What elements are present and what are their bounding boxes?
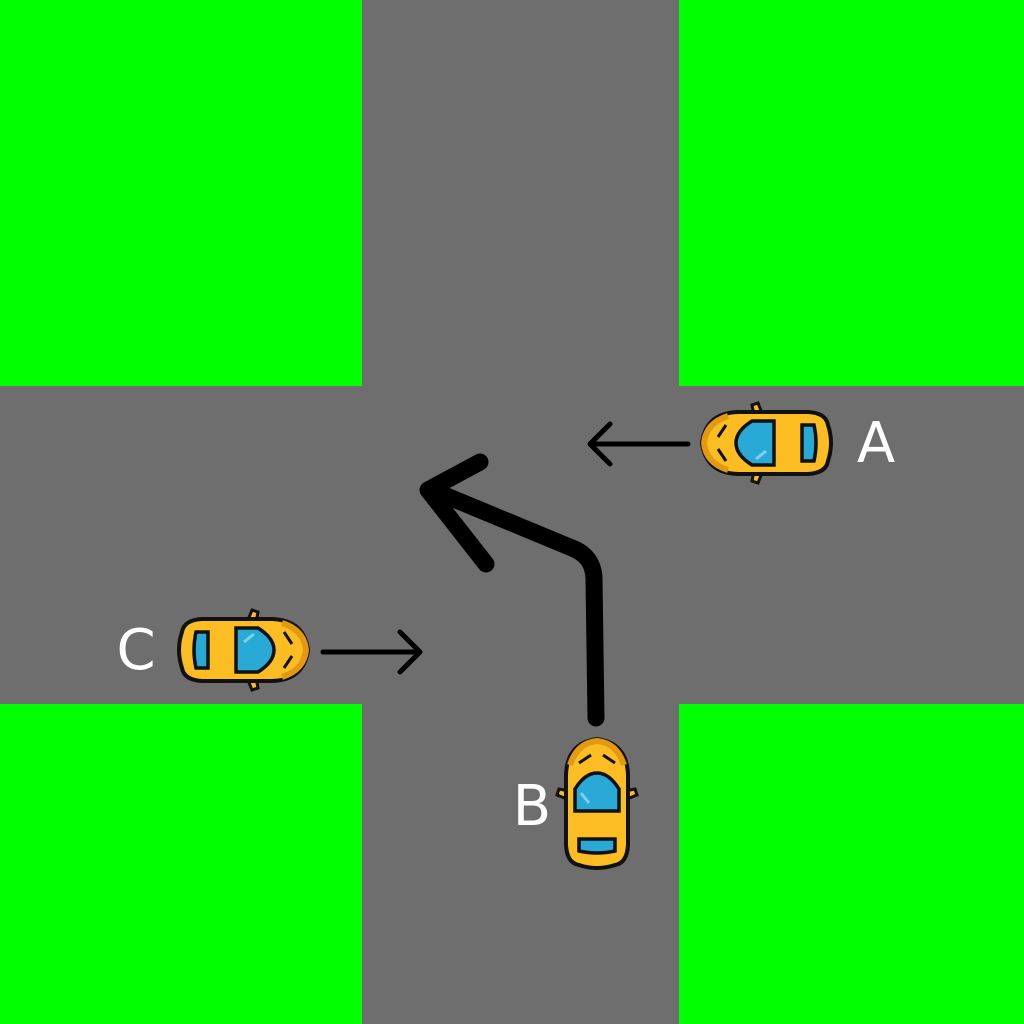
car-a-label: A bbox=[857, 411, 895, 476]
grass-top-right bbox=[679, 0, 1024, 386]
car-a bbox=[702, 403, 831, 483]
arrow-a-straight-west bbox=[587, 421, 691, 467]
grass-bottom-left bbox=[0, 704, 362, 1024]
grass-top-left bbox=[0, 0, 362, 386]
car-c-label: C bbox=[116, 618, 155, 683]
car-b bbox=[557, 739, 637, 868]
car-b-label: B bbox=[513, 774, 551, 839]
grass-bottom-right bbox=[679, 704, 1024, 1024]
arrow-c-straight-east bbox=[320, 629, 423, 675]
car-c bbox=[179, 610, 308, 690]
arrow-b-left-turn bbox=[419, 453, 605, 727]
